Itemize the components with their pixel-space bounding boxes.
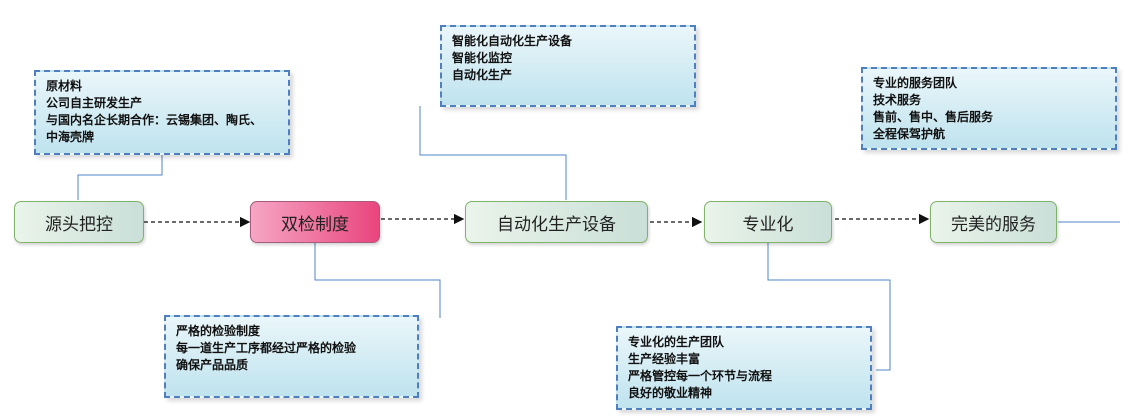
connector-inspection — [314, 242, 441, 318]
note-line: 生产经验丰富 — [628, 352, 701, 366]
note-inspection: 严格的检验制度 每一道生产工序都经过严格的检验 确保产品品质 — [164, 315, 419, 398]
stage-label: 自动化生产设备 — [497, 214, 616, 235]
note-line: 专业的服务团队 — [873, 76, 958, 90]
note-line: 与国内名企长期合作：云锡集团、陶氏、 — [46, 113, 263, 127]
note-line: 智能化监控 — [452, 51, 513, 65]
stage-professional: 专业化 — [704, 201, 832, 243]
note-automation: 智能化自动化生产设备 智能化监控 自动化生产 — [440, 25, 696, 107]
note-line: 严格的检验制度 — [176, 324, 261, 338]
stage-source-control: 源头把控 — [14, 201, 144, 243]
note-professional: 专业化的生产团队 生产经验丰富 严格管控每一个环节与流程 良好的敬业精神 — [616, 326, 872, 410]
note-raw-material: 原材料 公司自主研发生产 与国内名企长期合作：云锡集团、陶氏、 中海壳牌 — [34, 70, 290, 155]
note-line: 确保产品品质 — [176, 358, 249, 372]
note-service: 专业的服务团队 技术服务 售前、售中、售后服务 全程保驾护航 — [861, 67, 1117, 150]
note-line: 技术服务 — [873, 93, 922, 107]
note-line: 智能化自动化生产设备 — [452, 34, 573, 48]
connector-automation — [419, 106, 567, 200]
note-line: 自动化生产 — [452, 68, 513, 82]
stage-label: 双检制度 — [281, 214, 349, 235]
note-line: 公司自主研发生产 — [46, 96, 143, 110]
stage-label: 专业化 — [742, 214, 794, 235]
note-line: 专业化的生产团队 — [628, 335, 725, 349]
connector-professional — [767, 242, 891, 371]
note-line: 原材料 — [46, 79, 83, 93]
stage-perfect-service: 完美的服务 — [930, 201, 1057, 243]
connector-raw-material — [77, 155, 163, 200]
stage-automation-equipment: 自动化生产设备 — [465, 201, 648, 243]
note-line: 中海壳牌 — [46, 130, 95, 144]
stage-label: 源头把控 — [45, 214, 113, 235]
note-line: 每一道生产工序都经过严格的检验 — [176, 341, 357, 355]
stage-double-inspection: 双检制度 — [250, 201, 380, 243]
note-line: 良好的敬业精神 — [628, 386, 713, 400]
note-line: 售前、售中、售后服务 — [873, 110, 994, 124]
note-line: 严格管控每一个环节与流程 — [628, 369, 773, 383]
stage-label: 完美的服务 — [951, 214, 1036, 235]
note-line: 全程保驾护航 — [873, 127, 946, 141]
